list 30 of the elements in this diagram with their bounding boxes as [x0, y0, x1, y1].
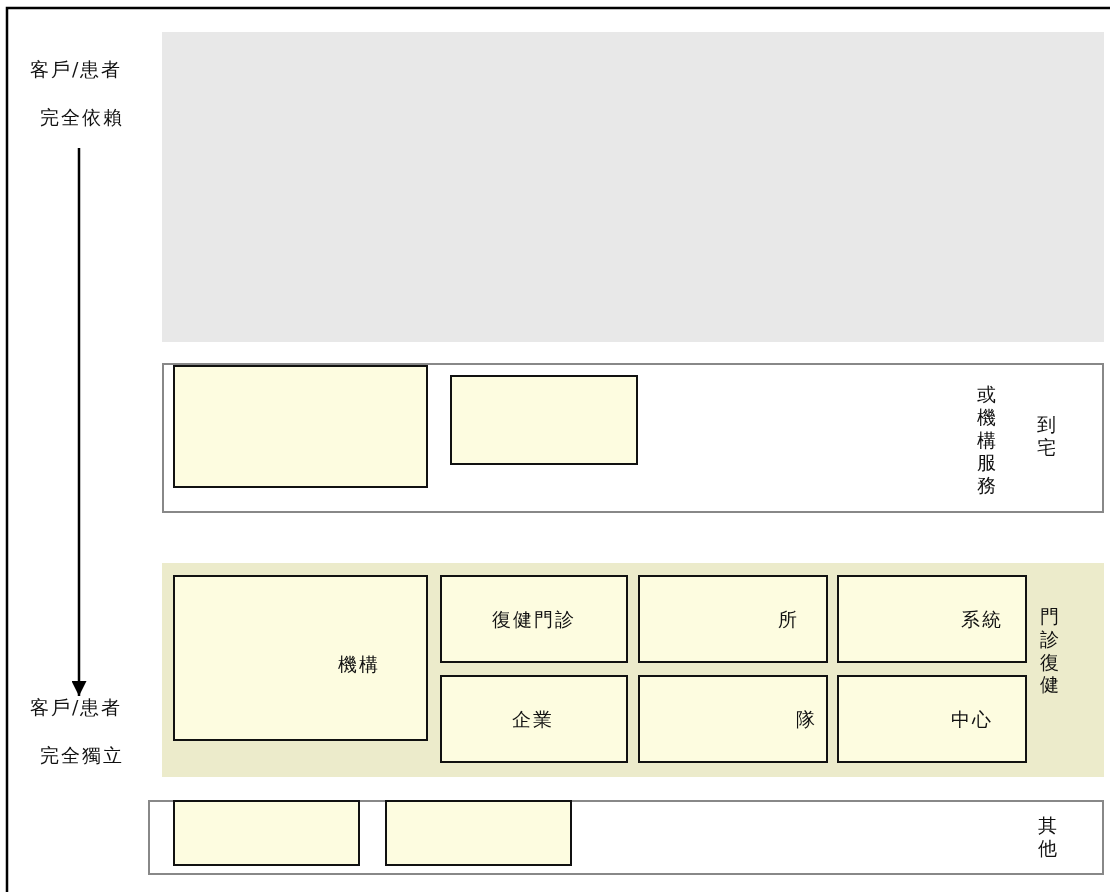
category-band	[148, 800, 1104, 875]
box-label: 系統	[961, 610, 1003, 629]
service-box	[440, 575, 628, 663]
box-label: 機構	[338, 655, 380, 674]
service-box	[173, 575, 428, 741]
box-label: 中心	[951, 710, 993, 729]
scale-label: 客戶/患者	[30, 698, 123, 717]
band-label: 到宅	[1037, 413, 1057, 459]
category-band	[162, 363, 1104, 513]
empty-box	[450, 375, 638, 465]
arrow	[71, 148, 87, 696]
service-box	[837, 575, 1027, 663]
scale-label: 客戶/患者	[30, 60, 123, 79]
band-label: 門診復健	[1040, 605, 1060, 697]
empty-box	[385, 800, 572, 866]
scale-label: 完全依賴	[40, 108, 124, 127]
band-label: 其他	[1038, 814, 1058, 860]
box-label: 企業	[512, 710, 554, 729]
service-box	[638, 675, 828, 763]
band-label: 或機構服務	[977, 383, 997, 497]
service-box	[837, 675, 1027, 763]
box-label: 隊	[796, 710, 817, 729]
empty-box	[173, 365, 428, 488]
category-band	[162, 563, 1104, 777]
empty-box	[173, 800, 360, 866]
service-box	[638, 575, 828, 663]
service-box	[440, 675, 628, 763]
scale-label: 完全獨立	[40, 746, 124, 765]
box-label: 復健門診	[492, 610, 576, 629]
box-label: 所	[778, 610, 799, 629]
